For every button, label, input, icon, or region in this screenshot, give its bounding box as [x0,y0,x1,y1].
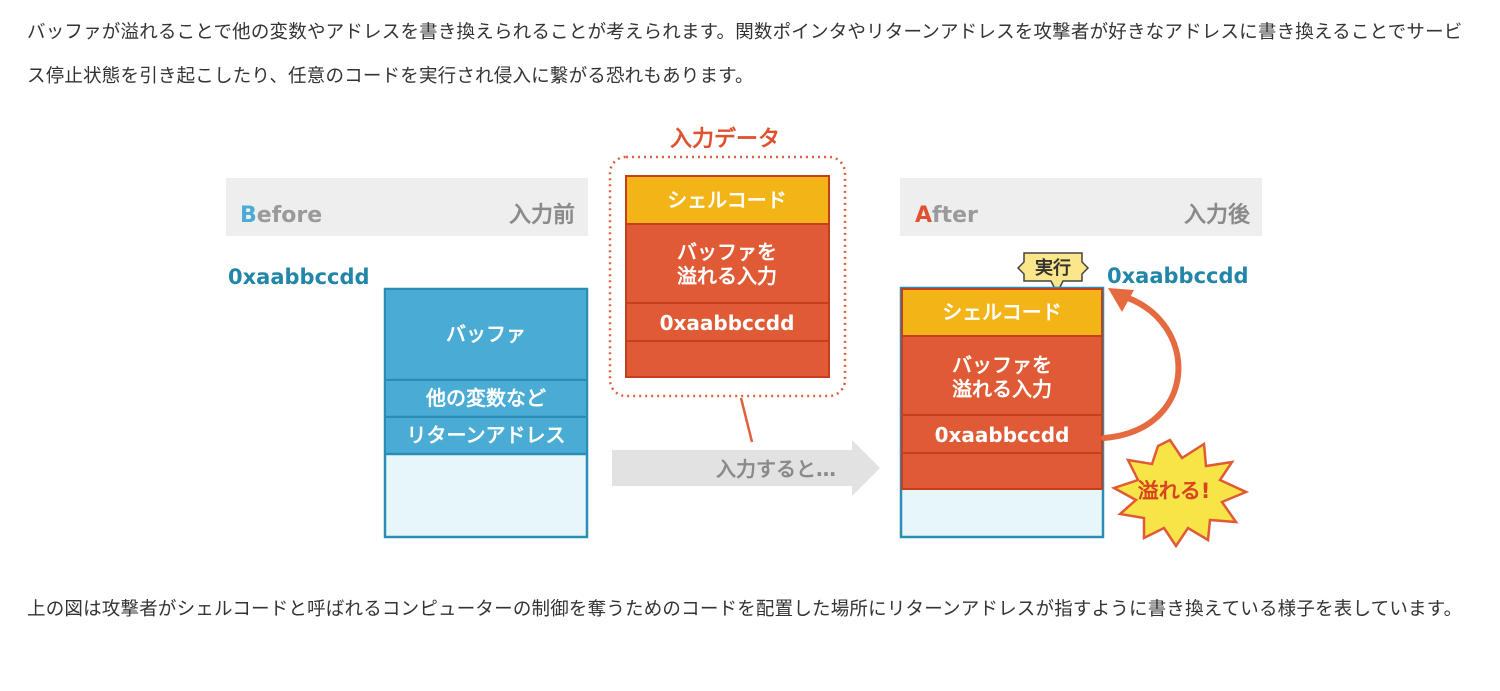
after-title: After [915,203,978,228]
after-header-band [900,178,1262,236]
overflow-burst-label: 溢れる! [1138,479,1211,503]
intro-paragraph: バッファが溢れることで他の変数やアドレスを書き換えられることが考えられます。関数… [27,22,1463,87]
before-title-jp: 入力前 [509,202,575,228]
after-return-address-block [901,414,1103,454]
input-shellcode-block [625,175,830,225]
jump-arrow-curve [1101,293,1182,441]
input-data-section: 入力データ シェルコード バッファを 溢れる入力 0xaabbccdd [608,126,847,443]
input-overflow-line1: バッファを [677,240,777,264]
arrow-shape [612,440,880,496]
before-header-band [226,178,588,236]
before-title: Before [240,203,322,228]
after-overflow-line1: バッファを [952,353,1052,377]
before-section: Before 入力前 0xaabbccdd バッファ 他の変数など リターンアド… [226,178,589,539]
after-title-jp: 入力後 [1184,202,1251,228]
before-title-rest: efore [257,203,322,228]
after-title-rest: fter [932,203,978,228]
input-overflow-block [625,223,830,304]
after-return-address-label: 0xaabbccdd [935,423,1070,447]
after-shellcode-block [901,288,1103,337]
after-extra-block [901,452,1103,490]
arrow-label: 入力すると… [716,457,836,481]
input-address-block [625,302,830,342]
before-return-address-block [386,418,586,453]
input-shellcode-label: シェルコード [667,188,787,212]
before-variables-block [386,381,586,416]
jump-arrow-head [1108,288,1134,312]
before-title-initial: B [240,203,257,228]
after-shellcode-label: シェルコード [942,300,1062,324]
exec-callout-label: 実行 [1035,257,1071,279]
after-overflow-block [901,335,1103,416]
after-title-initial: A [915,203,932,228]
after-overflow-line2: 溢れる入力 [952,377,1052,401]
before-buffer-block [386,290,586,379]
input-pointer-line [739,397,754,443]
input-overflow-line2: 溢れる入力 [677,264,777,288]
before-return-address-label: リターンアドレス [407,423,566,447]
input-address-label: 0xaabbccdd [660,311,795,335]
after-address-label: 0xaabbccdd [1107,264,1249,288]
transition-arrow: 入力すると… [612,440,880,496]
overflow-burst-shape [1110,438,1250,549]
before-variables-label: 他の変数など [425,386,546,410]
before-address-label: 0xaabbccdd [228,265,370,289]
input-dotted-frame [608,155,847,398]
before-buffer-label: バッファ [446,322,526,346]
input-data-title: 入力データ [670,126,780,152]
explanation-paragraph: 上の図は攻撃者がシェルコードと呼ばれるコンピューターの制御を奪うためのコードを配… [27,599,1463,620]
input-extra-block [625,340,830,378]
after-section: After 入力後 実行 0xaabbccdd シェルコード バッファを 溢れる… [899,178,1262,549]
